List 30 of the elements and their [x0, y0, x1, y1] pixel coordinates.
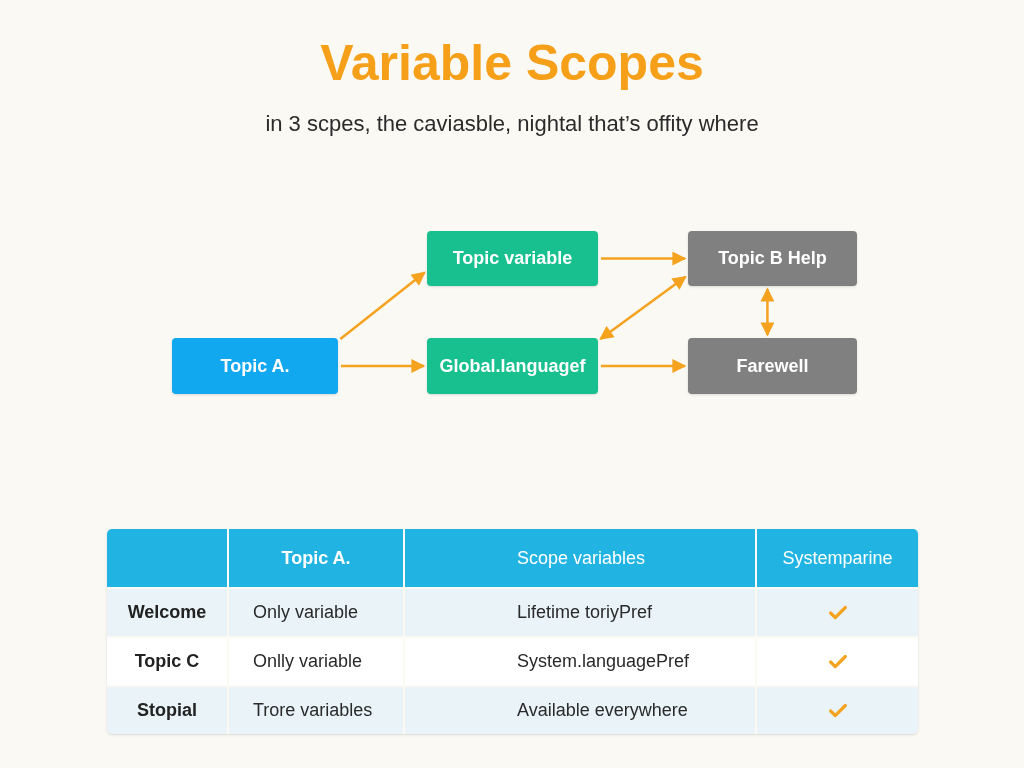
process-box: [688, 338, 857, 394]
row-label: Topic C: [134, 650, 200, 673]
column-header: Topic A.: [281, 546, 351, 570]
node-label: Global.languagef: [438, 354, 587, 378]
subtitle: in 3 scpes, the caviasble, nightal that’s offity where: [265, 110, 759, 138]
node-label: Topic A.: [219, 354, 291, 378]
arrow: [599, 275, 687, 341]
arrow: [601, 359, 687, 373]
node-label: Farewell: [735, 354, 810, 378]
cell-text: Only variable: [253, 601, 359, 624]
arrow: [601, 251, 687, 266]
row-label: Stopial: [137, 699, 197, 722]
arrow: [341, 359, 426, 373]
arrow: [339, 271, 426, 340]
column-header: Scope variables: [517, 546, 646, 570]
node-label: Topic B Help: [717, 247, 828, 270]
row-label: Welcome: [127, 601, 207, 624]
cell-text: System.languagePref: [517, 650, 690, 673]
arrow: [760, 287, 775, 337]
process-box: [172, 338, 338, 394]
process-box: [427, 338, 598, 394]
node-label: Topic variable: [451, 247, 574, 270]
process-box: [688, 231, 857, 286]
cell-text: Trore variables: [253, 699, 373, 722]
cell-text: Available everywhere: [517, 699, 688, 722]
title: Variable Scopes: [320, 34, 704, 93]
column-header: Systemparine: [782, 546, 893, 570]
cell-text: Onlly variable: [253, 650, 363, 673]
process-box: [427, 231, 598, 286]
cell-text: Lifetime toriyPref: [517, 601, 653, 624]
